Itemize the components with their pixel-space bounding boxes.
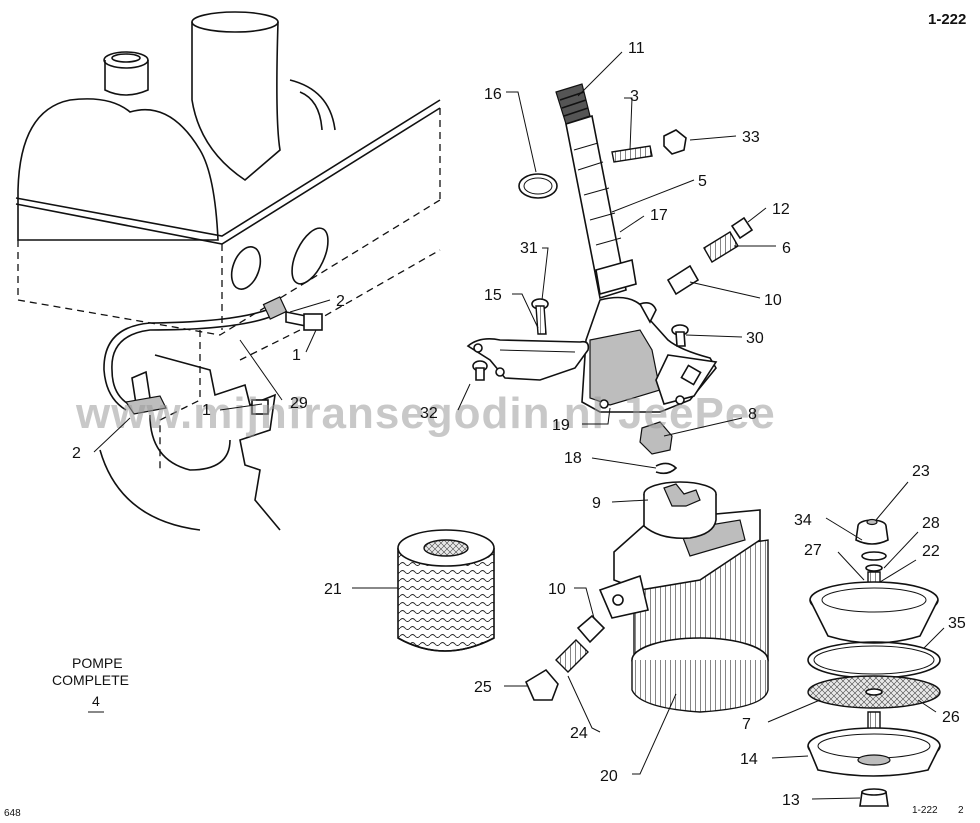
- callout-10-lower: 10: [548, 581, 566, 598]
- mounting-bracket: [466, 338, 590, 381]
- callout-17: 17: [650, 207, 668, 224]
- circlip-18: [655, 462, 678, 475]
- callout-11: 11: [628, 40, 645, 57]
- callout-8: 8: [748, 406, 757, 423]
- assembly-caption: POMPE COMPLETE 4: [52, 655, 129, 713]
- breather-pipe: [103, 296, 323, 415]
- callout-22: 22: [922, 543, 940, 560]
- callout-10-upper: 10: [764, 292, 782, 309]
- callout-19: 19: [552, 417, 570, 434]
- oil-filter-element: [397, 529, 495, 652]
- pump-drive-shaft: [555, 83, 637, 300]
- plunger-10-lower: [576, 614, 606, 644]
- callout-18: 18: [564, 450, 582, 467]
- leader-lines: [93, 51, 945, 800]
- bolt-31: [531, 298, 549, 335]
- callout-33: 33: [742, 129, 760, 146]
- callout-34: 34: [794, 512, 812, 529]
- callout-9: 9: [592, 495, 601, 512]
- spring-24: [555, 639, 589, 673]
- filter-bowl-stack: [807, 518, 941, 807]
- valve-cap-12: [730, 216, 754, 240]
- spring-6: [703, 231, 739, 263]
- pump-gear-9: [643, 481, 717, 540]
- coupling-8: [639, 421, 673, 455]
- page-number-left: 648: [4, 808, 21, 819]
- callout-15: 15: [484, 287, 502, 304]
- callout-labels: 11 16 3 33 5 12 17 6 31 15 10 30 2 1 29 …: [72, 40, 966, 809]
- callout-1-upper: 1: [292, 347, 301, 364]
- callout-29: 29: [290, 395, 308, 412]
- callout-14: 14: [740, 751, 758, 768]
- engine-block-outline: [15, 11, 441, 531]
- plate-reference-header: 1-222: [928, 11, 966, 28]
- callout-21: 21: [324, 581, 342, 598]
- callout-7: 7: [742, 716, 751, 733]
- pump-body: [581, 296, 718, 413]
- bolt-30: [671, 324, 689, 347]
- caption-line-1: POMPE: [72, 655, 123, 671]
- caption-line-2: COMPLETE: [52, 672, 129, 688]
- plate-reference-footer: 1-222: [912, 805, 938, 816]
- callout-1-lower: 1: [202, 402, 211, 419]
- oil-pump-housing: [598, 509, 769, 713]
- callout-27: 27: [804, 542, 822, 559]
- o-ring-16: [518, 173, 558, 199]
- callout-12: 12: [772, 201, 790, 218]
- callout-25: 25: [474, 679, 492, 696]
- plunger-10-upper: [666, 264, 700, 296]
- callout-26: 26: [942, 709, 960, 726]
- callout-24: 24: [570, 725, 588, 742]
- stud-3: [611, 145, 653, 163]
- callout-31: 31: [520, 240, 538, 257]
- callout-28: 28: [922, 515, 940, 532]
- watermark: www.mijnfransegodin.nl JeePee: [75, 389, 776, 438]
- callout-30: 30: [746, 330, 764, 347]
- callout-3: 3: [630, 88, 639, 105]
- plug-25: [524, 668, 559, 701]
- callout-2-lower: 2: [72, 445, 81, 462]
- callout-23: 23: [912, 463, 930, 480]
- callout-16: 16: [484, 86, 502, 103]
- callout-13: 13: [782, 792, 800, 809]
- page-number-right: 2: [958, 805, 964, 816]
- callout-2-upper: 2: [336, 293, 345, 310]
- callout-20: 20: [600, 768, 618, 785]
- callout-35: 35: [948, 615, 966, 632]
- caption-ref: 4: [92, 693, 100, 709]
- callout-5: 5: [698, 173, 707, 190]
- callout-32: 32: [420, 405, 438, 422]
- callout-6: 6: [782, 240, 791, 257]
- bolt-32: [472, 360, 488, 381]
- nut-33: [663, 129, 687, 155]
